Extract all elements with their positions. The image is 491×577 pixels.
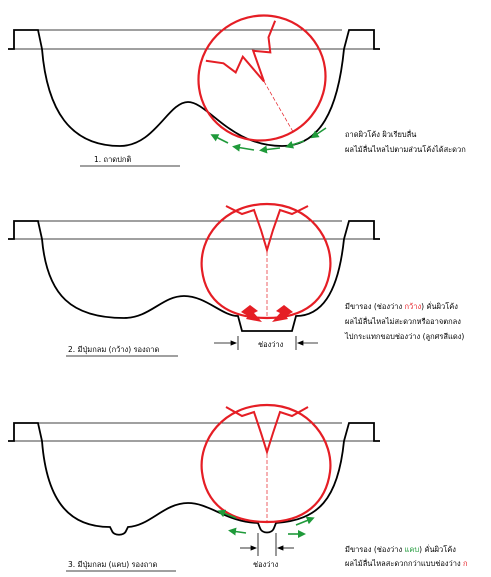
panel-note-line1: ถาดผิวโค้ง ผิวเรียบลื่น <box>345 129 416 139</box>
panel-note-line1: มีขารอง (ช่องว่าง แคบ) คั่นผิวโค้ง <box>345 544 456 554</box>
tray-profile <box>8 29 380 147</box>
gap-label: ช่องว่าง <box>253 560 279 569</box>
gap-marker <box>240 533 294 556</box>
panel-note-line2: ผลไม้ลื่นไหลไม่สะดวกหรืออาจตกลง <box>345 316 461 326</box>
panel-note-line2: ผลไม้ลื่นไหลสะดวกกว่าแบบช่องว่าง ก <box>345 558 468 568</box>
panel-1: 1. ถาดปกติ ถาดผิวโค้ง ผิวเรียบลื่น ผลไม้… <box>8 14 466 167</box>
fruit <box>200 202 332 320</box>
panel-caption: 2. มีปุ่มกลม (กว้าง) รองถาด <box>68 345 159 354</box>
tray-profile <box>8 422 380 536</box>
panel-note-line3: ไปกระแทกขอบช่องว่าง (ลูกศรสีแดง) <box>344 332 464 341</box>
fruit <box>197 14 327 142</box>
slide-arrows <box>210 127 327 154</box>
panel-caption: 1. ถาดปกติ <box>94 155 131 164</box>
panel-caption: 3. มีปุ่มกลม (แคบ) รองถาด <box>68 560 157 569</box>
panel-note-line2: ผลไม้ลื่นไหลไปตามส่วนโค้งได้สะดวก <box>345 144 466 154</box>
panel-note-line1: มีขารอง (ช่องว่าง กว้าง) คั่นผิวโค้ง <box>345 301 458 311</box>
fruit <box>200 403 332 524</box>
impact-arrows <box>241 305 293 322</box>
gap-marker <box>214 336 318 350</box>
gap-label: ช่องว่าง <box>258 340 284 349</box>
slide-arrows <box>217 509 315 538</box>
fruit-stem <box>225 205 309 254</box>
fruit-stem <box>225 406 309 456</box>
panel-2: ช่องว่าง 2. มีปุ่มกลม (กว้าง) รองถาด มีข… <box>8 202 464 357</box>
tray-profile <box>8 220 380 332</box>
panel-3: ช่องว่าง 3. มีปุ่มกลม (แคบ) รองถาด มีขาร… <box>8 403 468 572</box>
